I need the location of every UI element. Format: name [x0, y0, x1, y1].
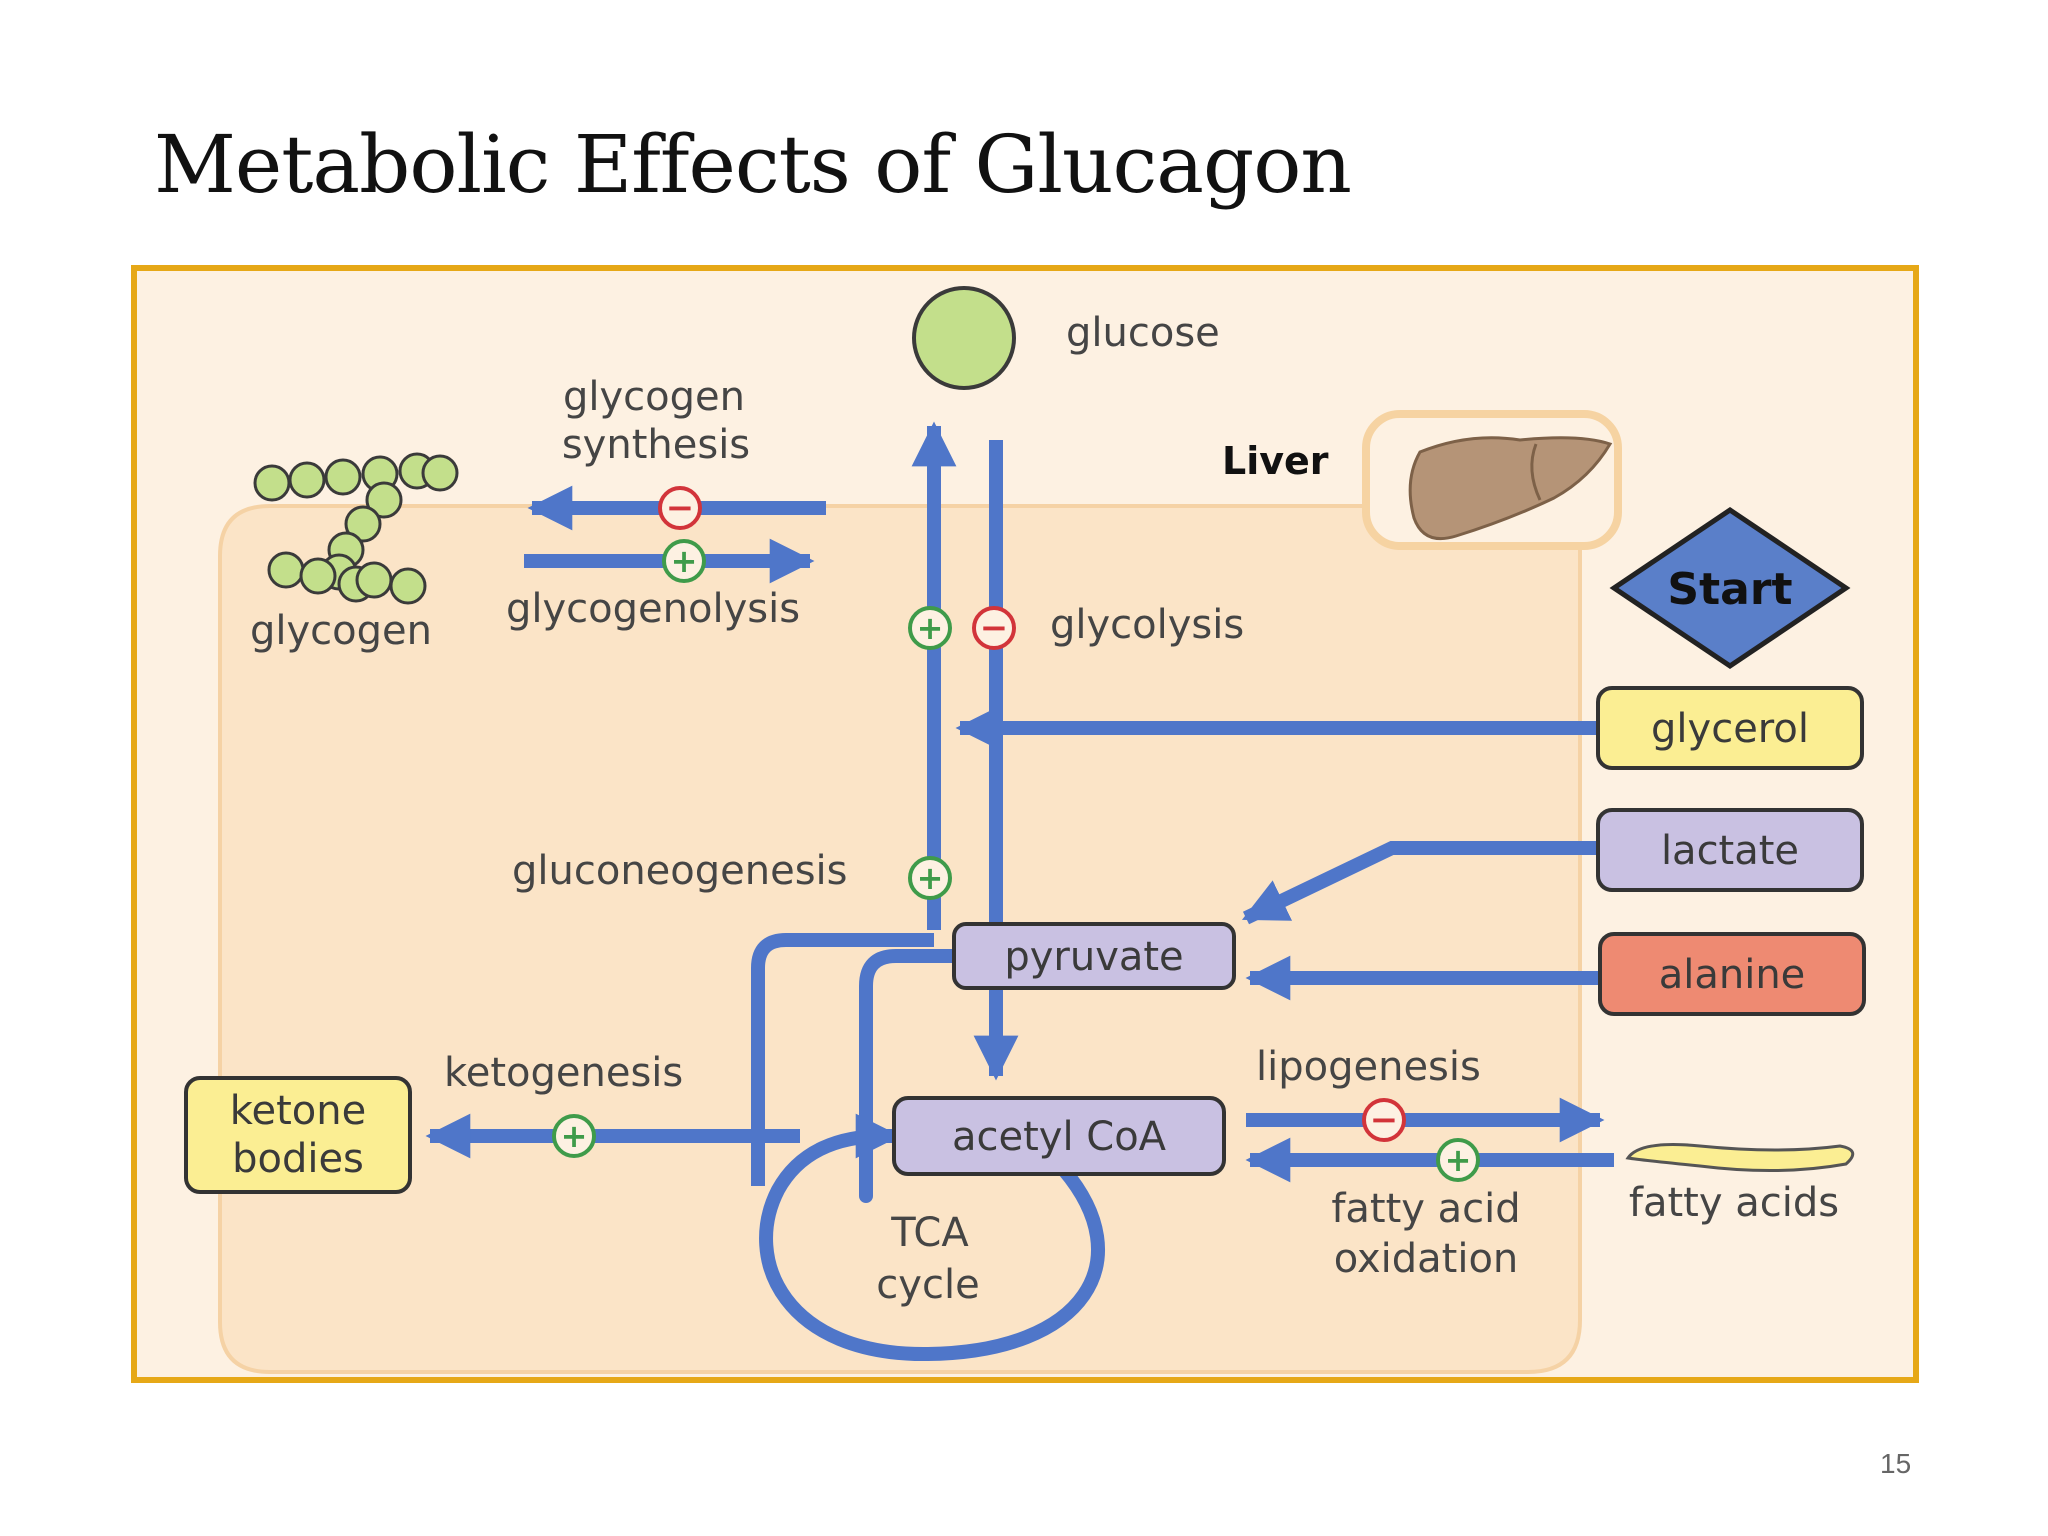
svg-text:+: + [1445, 1141, 1472, 1179]
start-label: Start [1667, 564, 1792, 615]
plus-sign-fatty-acid-oxidation: + [1436, 1138, 1480, 1182]
liver-lobe-line [1530, 443, 1542, 501]
glucose-label: glucose [1066, 310, 1220, 356]
slide-title: Metabolic Effects of Glucagon [154, 118, 1352, 211]
glycolysis-label: glycolysis [1050, 602, 1244, 648]
alanine-label: alanine [1659, 952, 1806, 998]
tca-label-line1: TCA [890, 1210, 969, 1256]
glycerol-label: glycerol [1651, 706, 1809, 752]
svg-text:+: + [917, 609, 944, 647]
lactate-box [1596, 808, 1864, 892]
lactate-arrow [1241, 841, 1602, 925]
tca-cycle-loop [759, 1113, 1105, 1362]
svg-text:+: + [917, 859, 944, 897]
glycogen-icon [253, 452, 459, 605]
ketone-label-line1: ketone [230, 1088, 366, 1134]
ketone-label-line2: bodies [232, 1136, 364, 1182]
lactate-label: lactate [1661, 828, 1799, 874]
gluconeogenesis-path [751, 933, 934, 1186]
svg-text:−: − [980, 608, 1009, 648]
svg-text:−: − [1370, 1100, 1399, 1140]
plus-sign-gluconeogenesis-lower: + [908, 856, 952, 900]
ketone-bodies-box [184, 1076, 412, 1194]
glycogen-synthesis-label-line2: synthesis [562, 422, 750, 468]
fatty-acids-icon [1625, 1143, 1855, 1173]
minus-sign-glycogen-synthesis: − [658, 486, 702, 530]
pyruvate-label: pyruvate [1004, 934, 1183, 980]
minus-sign-lipogenesis: − [1362, 1098, 1406, 1142]
pyruvate-box [952, 922, 1236, 990]
svg-text:−: − [666, 488, 695, 528]
svg-text:+: + [671, 542, 698, 580]
start-diamond [1609, 506, 1851, 670]
glycogen-label: glycogen [250, 608, 432, 654]
plus-sign-glycogenolysis: + [662, 539, 706, 583]
fatty-acids-label: fatty acids [1629, 1180, 1839, 1226]
tca-label-line2: cycle [876, 1262, 979, 1308]
fatty-acid-oxidation-label-line2: oxidation [1334, 1236, 1519, 1282]
sign-group: − + + − + + − + [552, 486, 1480, 1182]
alanine-box [1598, 932, 1866, 1016]
plus-sign-ketogenesis: + [552, 1114, 596, 1158]
plus-sign-gluconeogenesis-upper: + [908, 606, 952, 650]
liver-label: Liver [1222, 439, 1329, 483]
glycerol-box [1596, 686, 1864, 770]
glycogen-synthesis-label-line1: glycogen [563, 374, 745, 420]
minus-sign-glycolysis: − [972, 606, 1016, 650]
acetyl-coa-box [892, 1096, 1226, 1176]
fatty-acid-oxidation-label-line1: fatty acid [1331, 1186, 1520, 1232]
glucose-icon [912, 286, 1016, 390]
pyruvate-return-path [859, 949, 967, 1203]
liver-icon [1408, 436, 1613, 541]
gluconeogenesis-label: gluconeogenesis [512, 848, 848, 894]
acetyl-coa-label: acetyl CoA [952, 1114, 1167, 1160]
lipogenesis-label: lipogenesis [1256, 1044, 1481, 1090]
ketogenesis-label: ketogenesis [444, 1050, 683, 1096]
glycogenolysis-label: glycogenolysis [506, 586, 800, 632]
page-number: 15 [1880, 1448, 1912, 1479]
svg-text:+: + [561, 1117, 588, 1155]
